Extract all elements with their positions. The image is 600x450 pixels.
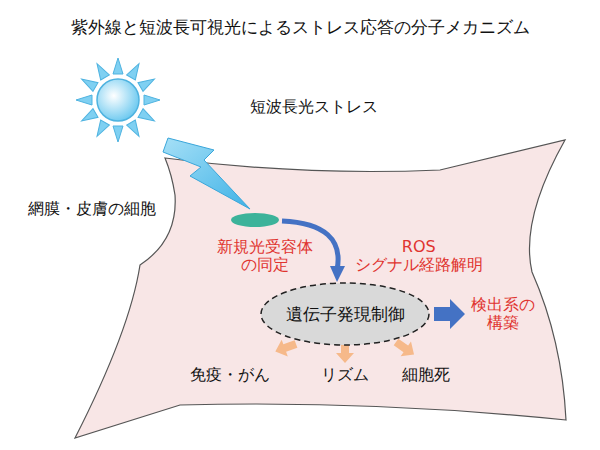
finding-label: 検出系の 構築	[468, 296, 538, 333]
diagram-title: 紫外線と短波長可視光によるストレス応答の分子メカニズム	[0, 16, 600, 39]
process-label: 遺伝子発現制御	[286, 303, 405, 326]
effect-label: リズム	[321, 366, 369, 384]
stress-label: 短波長光ストレス	[250, 98, 378, 116]
finding-label: ROS シグナル経路解明	[350, 238, 488, 275]
effect-label: 免疫・がん	[190, 366, 270, 384]
photoreceptor	[231, 213, 279, 227]
process-ellipse: 遺伝子発現制御	[260, 282, 430, 346]
effect-label: 細胞死	[402, 366, 450, 384]
cell-membrane	[75, 140, 566, 438]
finding-label: 新規光受容体 の同定	[212, 238, 318, 275]
cell-heading: 網膜・皮膚の細胞	[28, 199, 156, 220]
sun-icon	[76, 58, 160, 142]
